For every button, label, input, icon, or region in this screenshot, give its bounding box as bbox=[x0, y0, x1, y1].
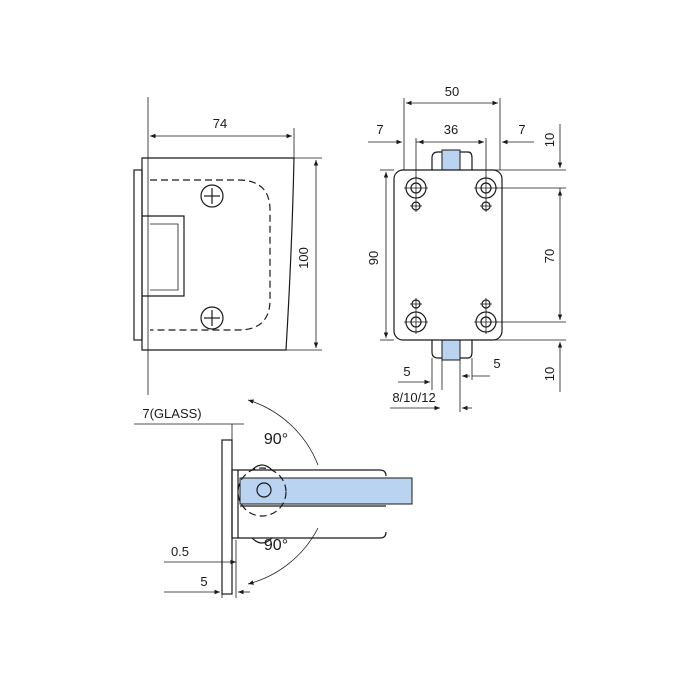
plan-view: 90° 90° 7(GLASS) 0.5 5 bbox=[134, 399, 413, 598]
side-inner-profile bbox=[142, 215, 185, 297]
front-glass-top bbox=[441, 149, 461, 171]
side-wall-plate bbox=[133, 169, 143, 341]
front-plate bbox=[393, 169, 503, 341]
plan-glass-panel bbox=[239, 477, 413, 505]
front-screw-3 bbox=[410, 298, 422, 310]
front-hole-top-left bbox=[404, 176, 428, 200]
plan-arc-bottom bbox=[247, 527, 319, 585]
side-height-label: 100 bbox=[296, 247, 311, 269]
front-screw-4 bbox=[480, 298, 492, 310]
front-width-label: 50 bbox=[445, 84, 459, 99]
plan-arc-top bbox=[247, 399, 319, 466]
front-hole-distance-label: 70 bbox=[542, 249, 557, 263]
front-hole-bottom-left bbox=[404, 310, 428, 334]
front-lug-bottom bbox=[431, 340, 473, 359]
front-right-margin-label: 7 bbox=[518, 122, 525, 137]
side-screw-bottom bbox=[200, 306, 224, 330]
side-inner-step bbox=[150, 223, 179, 291]
front-left-margin-label: 7 bbox=[376, 122, 383, 137]
front-glass-options-label: 8/10/12 bbox=[392, 390, 435, 405]
plan-pivot-pin bbox=[256, 482, 272, 498]
front-lug-top bbox=[431, 151, 473, 170]
front-glass-bottom bbox=[441, 339, 461, 361]
front-hole-top-right bbox=[474, 176, 498, 200]
front-hole-spacing-label: 36 bbox=[444, 122, 458, 137]
side-hidden-pocket bbox=[150, 179, 271, 331]
plan-knuckle-bottom bbox=[251, 537, 273, 544]
plan-clamp-bottom bbox=[238, 531, 387, 539]
side-screw-top bbox=[200, 184, 224, 208]
front-bottom-offset-label: 10 bbox=[542, 367, 557, 381]
front-height-label: 90 bbox=[366, 251, 381, 265]
side-hinge-body bbox=[141, 157, 295, 351]
side-view: 74 100 bbox=[133, 97, 322, 395]
front-screw-2 bbox=[480, 200, 492, 212]
plan-pivot-block bbox=[231, 469, 239, 539]
plan-clamp-top bbox=[238, 469, 387, 477]
plan-knuckle-top bbox=[251, 464, 273, 471]
plan-plate-label: 5 bbox=[200, 574, 207, 589]
plan-angle-top-label: 90° bbox=[264, 431, 288, 448]
front-hole-bottom-right bbox=[474, 310, 498, 334]
front-slot-left-label: 5 bbox=[403, 364, 410, 379]
plan-angle-bottom-label: 90° bbox=[264, 537, 288, 554]
front-screw-1 bbox=[410, 200, 422, 212]
plan-gap-label: 0.5 bbox=[171, 544, 189, 559]
front-slot-right-label: 5 bbox=[493, 356, 500, 371]
plan-wall-plate bbox=[221, 439, 233, 595]
front-view: 50 36 7 7 90 10 70 10 5 bbox=[366, 84, 566, 412]
plan-pivot-path bbox=[237, 467, 287, 517]
front-top-offset-label: 10 bbox=[542, 133, 557, 147]
plan-glass-label: 7(GLASS) bbox=[142, 406, 201, 421]
side-width-label: 74 bbox=[213, 116, 227, 131]
